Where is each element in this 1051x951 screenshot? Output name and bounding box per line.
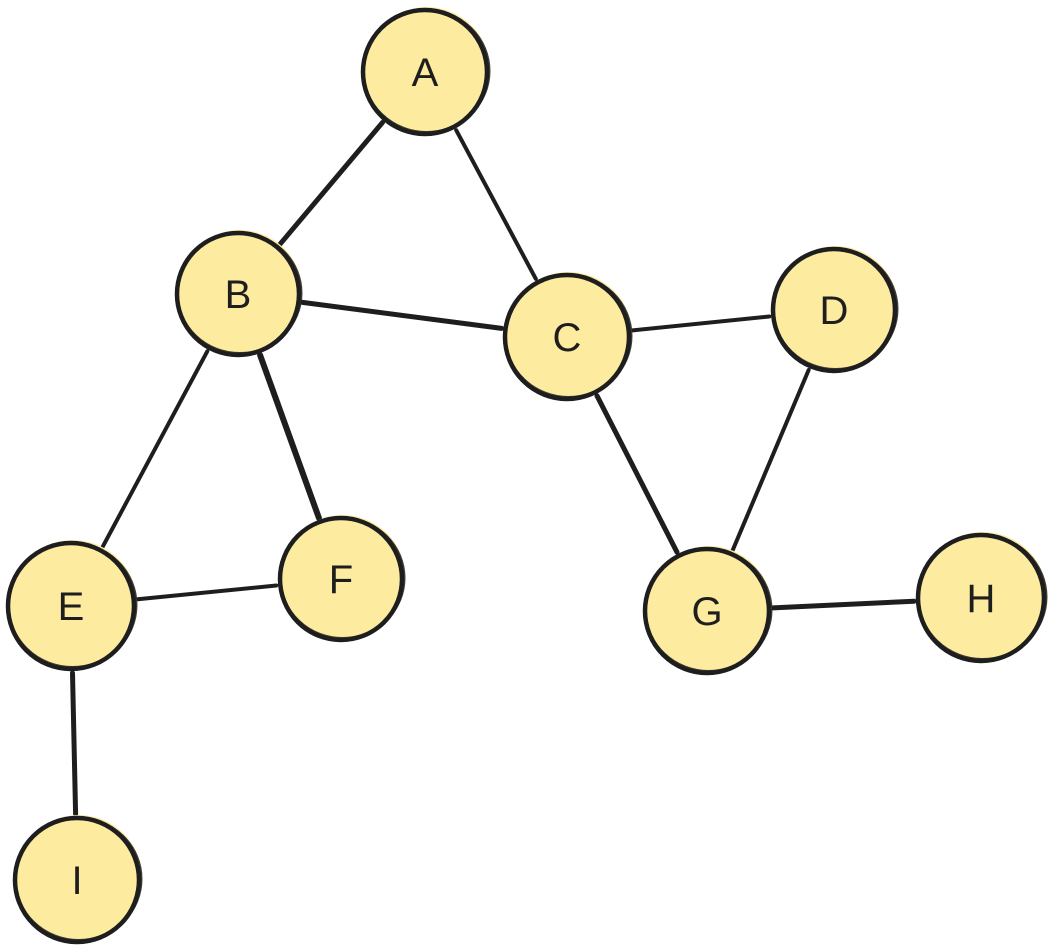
- node-f-label: F: [329, 558, 353, 602]
- node-c-sketch-stroke: [504, 274, 633, 398]
- edge-b-c: [300, 299, 505, 331]
- node-h-label: H: [967, 577, 996, 621]
- node-a-sketch-stroke: [362, 9, 491, 133]
- edge-c-g: [594, 393, 680, 555]
- node-h-fill: [919, 532, 1047, 660]
- node-g-sketch-stroke: [644, 548, 773, 672]
- node-i-fill: [16, 815, 142, 941]
- node-h-sketch-stroke: [917, 534, 1048, 660]
- node-e-fill: [9, 540, 137, 668]
- edge-e-f: [135, 583, 279, 602]
- edge-b-f: [257, 352, 322, 521]
- node-d-fill: [774, 246, 898, 370]
- node-b-sketch-stroke: [176, 232, 303, 354]
- node-b-fill: [178, 230, 302, 354]
- node-d-label: D: [820, 289, 849, 333]
- node-b-label: B: [225, 273, 252, 317]
- node-i-sketch-stroke: [14, 817, 143, 941]
- node-a-fill: [364, 7, 490, 133]
- node-g: G: [642, 546, 773, 676]
- node-e: E: [5, 540, 138, 672]
- node-f-fill: [281, 515, 405, 639]
- node-i: I: [12, 815, 143, 945]
- node-e-sketch-stroke: [7, 542, 138, 668]
- edge-a-c: [454, 128, 538, 281]
- node-a: A: [360, 7, 491, 137]
- node-a-label: A: [412, 51, 439, 95]
- node-g-label: G: [691, 590, 722, 634]
- node-c-label: C: [553, 316, 582, 360]
- node-b: B: [174, 230, 303, 358]
- edge-a-b: [277, 120, 385, 247]
- node-d: D: [770, 246, 899, 374]
- node-f: F: [277, 515, 406, 643]
- node-g-fill: [646, 546, 772, 672]
- edge-e-i: [70, 670, 79, 817]
- edge-b-e: [100, 349, 210, 549]
- edge-d-g: [730, 367, 811, 553]
- edge-c-d: [630, 314, 772, 333]
- node-f-sketch-stroke: [279, 517, 406, 639]
- node-i-label: I: [71, 859, 82, 903]
- node-c: C: [502, 272, 633, 402]
- node-e-label: E: [58, 585, 85, 629]
- node-d-sketch-stroke: [772, 248, 899, 370]
- node-h: H: [915, 532, 1048, 664]
- node-c-fill: [506, 272, 632, 398]
- nodes-layer: A B C D E F G H I: [5, 7, 1048, 945]
- edges-layer: [70, 120, 917, 817]
- edge-g-h: [770, 598, 917, 611]
